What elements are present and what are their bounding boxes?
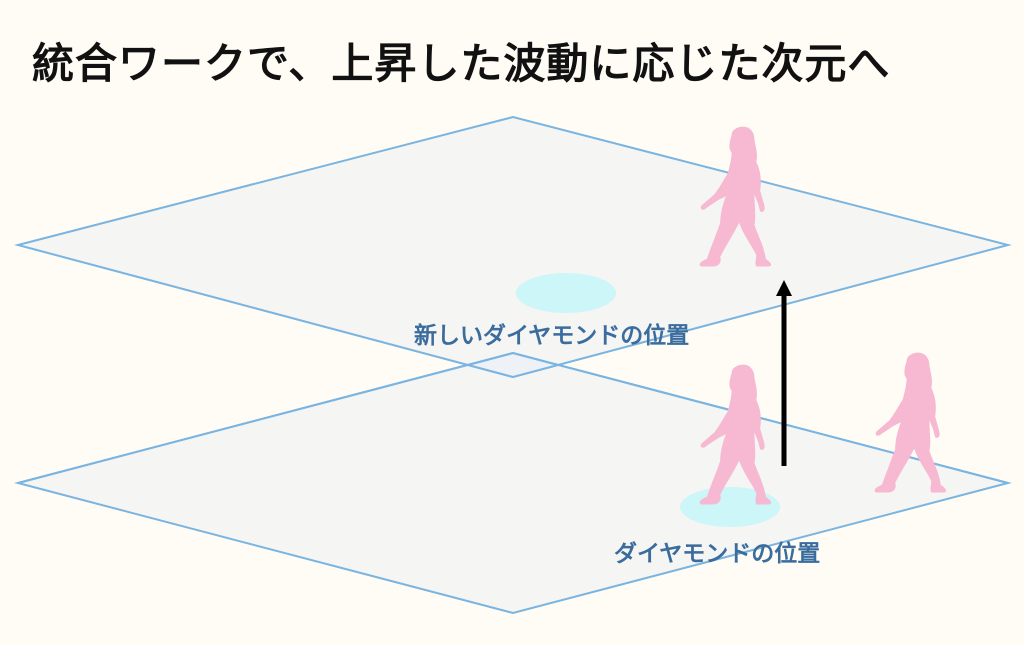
current-dimension-plane [14, 351, 1012, 615]
new-diamond-marker [516, 273, 616, 313]
new-diamond-position-label: 新しいダイヤモンドの位置 [414, 322, 690, 349]
diamond-position-label: ダイヤモンドの位置 [614, 540, 821, 567]
ascend-arrow [776, 280, 792, 466]
diamond-marker [680, 487, 780, 527]
page-title: 統合ワークで、上昇した波動に応じた次元へ [32, 39, 891, 88]
